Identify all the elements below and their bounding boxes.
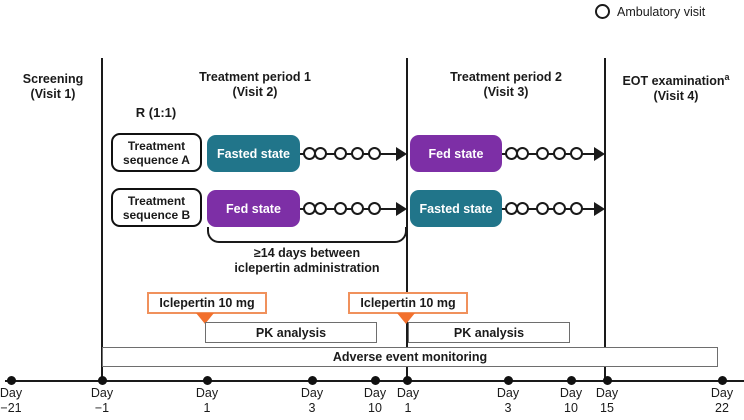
header-screening: Screening (Visit 1)	[3, 72, 103, 102]
timeline-dot	[308, 376, 317, 385]
header-screening-title: Screening	[22, 72, 84, 86]
header-period2-title: Treatment period 2	[450, 70, 562, 84]
timeline-dot	[403, 376, 412, 385]
seq-b-period1-visit-chain	[300, 201, 407, 216]
timeline-dot	[98, 376, 107, 385]
header-eot: EOT examinationa (Visit 4)	[606, 70, 744, 104]
timeline-dot	[718, 376, 727, 385]
ambulatory-visit-icon	[570, 202, 583, 215]
washout-brace	[207, 227, 407, 243]
sequence-b-line2: sequence B	[122, 207, 191, 222]
dose-callout-period2: Iclepertin 10 mg	[348, 292, 468, 314]
timeline-label-day-minus21: Day−21	[0, 386, 23, 415]
ambulatory-visit-icon	[351, 202, 364, 215]
chain-line	[502, 207, 602, 210]
legend: Ambulatory visit	[595, 4, 705, 19]
divider-period2-eot	[604, 58, 606, 382]
seq-a-period2-state-box: Fed state	[410, 135, 502, 172]
header-period1: Treatment period 1 (Visit 2)	[155, 70, 355, 100]
seq-b-period1-state-box: Fed state	[207, 190, 300, 227]
ambulatory-visit-icon	[334, 202, 347, 215]
seq-a-period2-visit-chain	[502, 146, 605, 161]
arrowhead-icon	[594, 201, 605, 216]
header-screening-visit: (Visit 1)	[30, 87, 76, 101]
adverse-event-monitoring-box: Adverse event monitoring	[102, 347, 718, 367]
header-period1-visit: (Visit 2)	[232, 85, 278, 99]
washout-line1: ≥14 days between	[253, 246, 361, 260]
arrowhead-icon	[396, 201, 407, 216]
arrowhead-icon	[594, 146, 605, 161]
timeline-dot	[504, 376, 513, 385]
timeline-dot	[603, 376, 612, 385]
pk-analysis-period1-box: PK analysis	[205, 322, 377, 343]
ambulatory-visit-icon	[570, 147, 583, 160]
legend-label: Ambulatory visit	[617, 4, 706, 19]
header-eot-title: EOT examination	[622, 74, 725, 89]
ambulatory-visit-icon	[334, 147, 347, 160]
ambulatory-visit-icon	[368, 202, 381, 215]
divider-period1-period2	[406, 58, 408, 382]
header-period1-title: Treatment period 1	[199, 70, 311, 84]
ambulatory-visit-icon	[351, 147, 364, 160]
ambulatory-visit-icon	[516, 147, 529, 160]
header-eot-visit: (Visit 4)	[653, 89, 699, 104]
arrowhead-icon	[396, 146, 407, 161]
washout-label: ≥14 days between iclepertin administrati…	[187, 246, 427, 276]
seq-b-period2-visit-chain	[502, 201, 605, 216]
header-period2: Treatment period 2 (Visit 3)	[406, 70, 606, 100]
pk-analysis-period2-box: PK analysis	[408, 322, 570, 343]
header-eot-footnote-marker: a	[724, 72, 730, 82]
ambulatory-visit-icon	[553, 147, 566, 160]
seq-a-period1-visit-chain	[300, 146, 407, 161]
washout-line2: iclepertin administration	[234, 261, 380, 275]
seq-b-period2-state-box: Fasted state	[410, 190, 502, 227]
treatment-sequence-b-box: Treatment sequence B	[111, 188, 202, 227]
chain-line	[502, 152, 602, 155]
ambulatory-visit-icon	[314, 147, 327, 160]
dose-arrow-icon	[196, 313, 214, 324]
seq-a-period1-state-box: Fasted state	[207, 135, 300, 172]
ambulatory-visit-icon	[553, 202, 566, 215]
header-period2-visit: (Visit 3)	[483, 85, 529, 99]
timeline-label-day-minus1: Day−1	[90, 386, 114, 415]
ambulatory-visit-icon	[536, 147, 549, 160]
ambulatory-visit-icon	[536, 202, 549, 215]
dose-callout-period1: Iclepertin 10 mg	[147, 292, 267, 314]
treatment-sequence-a-box: Treatment sequence A	[111, 133, 202, 172]
timeline-dot	[371, 376, 380, 385]
sequence-a-line2: sequence A	[123, 152, 190, 167]
timeline-dot	[567, 376, 576, 385]
sequence-b-line1: Treatment	[127, 193, 186, 208]
divider-screening-period1	[101, 58, 103, 382]
timeline-dot	[7, 376, 16, 385]
timeline-dot	[203, 376, 212, 385]
randomization-label: R (1:1)	[135, 105, 177, 120]
ambulatory-visit-icon	[368, 147, 381, 160]
dose-arrow-icon	[397, 313, 415, 324]
sequence-a-line1: Treatment	[127, 138, 186, 153]
ambulatory-visit-icon	[516, 202, 529, 215]
ambulatory-visit-icon	[314, 202, 327, 215]
ambulatory-visit-icon	[595, 4, 610, 19]
